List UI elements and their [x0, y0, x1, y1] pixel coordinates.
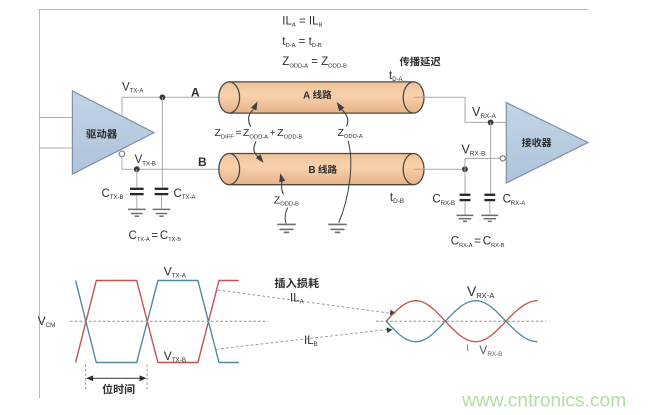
svg-text:ILB: ILB — [304, 335, 318, 348]
svg-text:VTX-B: VTX-B — [135, 154, 156, 167]
svg-text:ZODD-A = ZODD-B: ZODD-A = ZODD-B — [282, 56, 347, 69]
svg-text:A: A — [303, 91, 310, 102]
svg-text:VTX-A: VTX-A — [164, 264, 187, 279]
svg-text:ILA: ILA — [290, 293, 304, 306]
svg-text:VRX-A: VRX-A — [472, 105, 497, 120]
svg-text:CTX-A=CTX-B: CTX-A=CTX-B — [129, 230, 182, 243]
svg-text:CTX-B: CTX-B — [102, 188, 124, 201]
svg-text:VRX-B: VRX-B — [479, 343, 502, 358]
svg-text:www.cntronics.com: www.cntronics.com — [461, 391, 626, 412]
svg-text:CRX-B: CRX-B — [432, 194, 455, 207]
svg-text:VCM: VCM — [38, 314, 56, 329]
svg-text:CRX-A=CRX-B: CRX-A=CRX-B — [451, 236, 505, 249]
svg-text:VRX-B: VRX-B — [462, 143, 486, 158]
svg-text:tD-A = tD-B: tD-A = tD-B — [282, 36, 322, 49]
svg-text:ILA = ILB: ILA = ILB — [282, 15, 322, 28]
svg-text:CRX-A: CRX-A — [503, 194, 526, 207]
svg-text:B: B — [308, 165, 315, 176]
svg-text:CTX-A: CTX-A — [174, 188, 196, 201]
svg-text:VTX-B: VTX-B — [164, 349, 186, 364]
svg-text:VRX-A: VRX-A — [467, 284, 495, 300]
svg-text:ZDIFF=ZODD-A+ZODD-B: ZDIFF=ZODD-A+ZODD-B — [215, 127, 303, 140]
svg-text:A: A — [191, 85, 200, 99]
svg-text:ZODD-A: ZODD-A — [338, 127, 363, 140]
svg-text:ZODD-B: ZODD-B — [274, 194, 299, 207]
svg-text:B: B — [198, 155, 207, 169]
svg-text:VTX-A: VTX-A — [122, 81, 143, 94]
svg-text:tD-A: tD-A — [389, 70, 403, 83]
svg-text:tD-B: tD-B — [390, 192, 404, 205]
